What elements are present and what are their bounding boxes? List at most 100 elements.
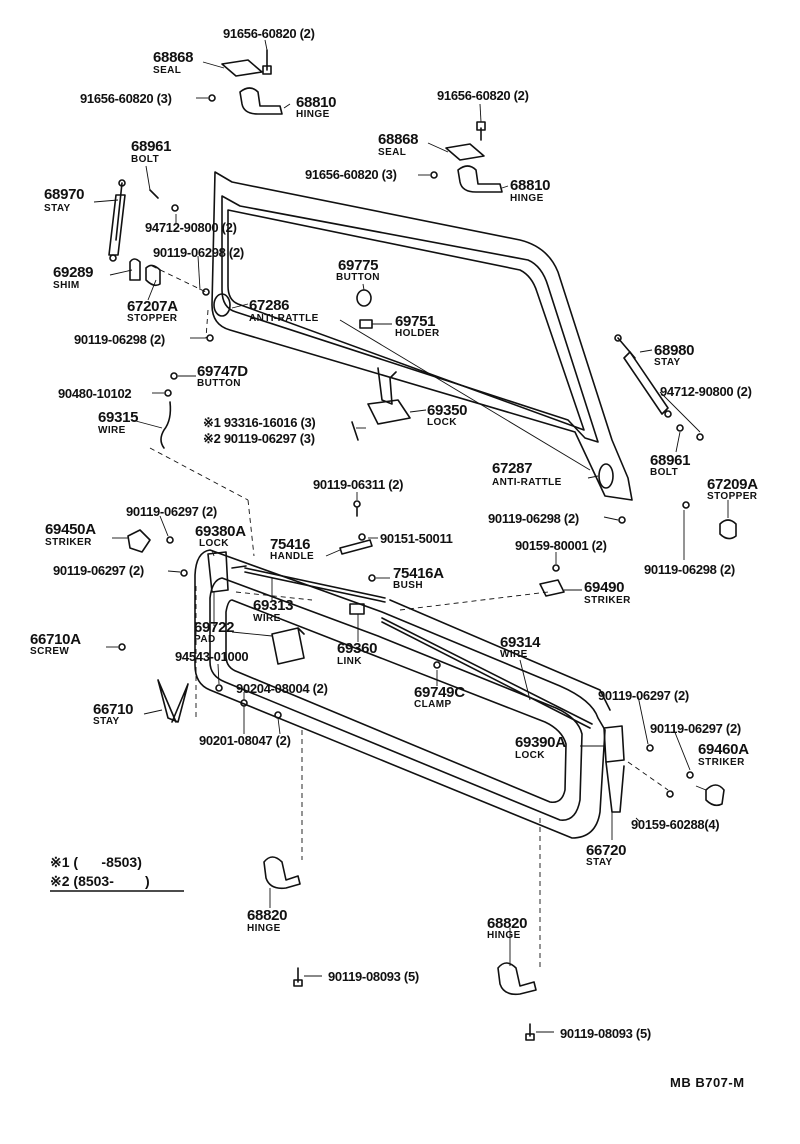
stay-66720-drawing <box>605 761 625 813</box>
label-69390a-lock: 69390A <box>515 734 566 751</box>
label-hinge-bottom-right: HINGE <box>487 930 521 941</box>
label-94712-90800-right: 94712-90800 (2) <box>660 384 752 399</box>
label-91656-60820-right: 91656-60820 (2) <box>437 88 529 103</box>
label-90119-06298-d: 90119-06298 (2) <box>644 562 735 577</box>
label-90159-60288: 90159-60288(4) <box>631 817 720 832</box>
label-hinge-right: HINGE <box>510 193 544 204</box>
hinge-top-left-drawing <box>239 87 283 115</box>
label-66710-stay: 66710 <box>93 701 134 718</box>
label-90159-80001: 90159-80001 (2) <box>515 538 607 553</box>
stopper-67207a-drawing <box>145 264 161 287</box>
label-69490-striker: 69490 <box>584 579 625 596</box>
label-69749c-clamp: 69749C <box>414 684 465 701</box>
label-91656-60820-left: 91656-60820 (3) <box>80 91 172 106</box>
label-striker-69490: STRIKER <box>584 595 631 606</box>
label-seal-left: SEAL <box>153 65 182 76</box>
note-serial-1: ※1 ( -8503) <box>50 854 142 870</box>
seal-top-right-drawing <box>445 143 485 161</box>
link-69360-drawing <box>349 603 365 615</box>
label-90119-08093-left: 90119-08093 (5) <box>328 969 419 984</box>
label-94712-90800-left: 94712-90800 (2) <box>145 220 237 235</box>
label-68980-stay: 68980 <box>654 342 695 359</box>
wire-69314-drawing <box>381 617 593 729</box>
anti-rattle-67286-drawing <box>213 293 231 317</box>
stay-68970-drawing <box>108 179 126 262</box>
label-69313-wire: 69313 <box>253 597 294 614</box>
seal-top-left-drawing <box>221 59 263 77</box>
holder-69751-drawing <box>359 319 373 329</box>
label-anti-rattle-67286: ANTI-RATTLE <box>249 313 319 324</box>
label-screw: SCREW <box>30 646 70 657</box>
label-67209a-stopper: 67209A <box>707 476 758 493</box>
label-wire-69315: WIRE <box>98 425 126 436</box>
label-lock-69350: LOCK <box>427 417 457 428</box>
label-69450a-striker: 69450A <box>45 521 96 538</box>
label-90204-08004: 90204-08004 (2) <box>236 681 328 696</box>
label-wire-69314: WIRE <box>500 649 528 660</box>
label-75416-handle: 75416 <box>270 536 311 553</box>
label-90201-08047: 90201-08047 (2) <box>199 733 291 748</box>
label-link: LINK <box>337 656 362 667</box>
label-68961-bolt-right: 68961 <box>650 452 691 469</box>
label-striker-69450a: STRIKER <box>45 537 92 548</box>
label-bolt-right: BOLT <box>650 467 679 478</box>
label-68868-seal-right: 68868 <box>378 131 419 148</box>
top-bolts <box>149 49 486 212</box>
striker-69450a-drawing <box>127 529 151 553</box>
label-stay-68980: STAY <box>654 357 681 368</box>
label-handle: HANDLE <box>270 551 315 562</box>
label-clamp: CLAMP <box>414 699 452 710</box>
label-69315-wire: 69315 <box>98 409 139 426</box>
figure-code: MB B707-M <box>670 1075 745 1090</box>
label-68810-hinge-left: 68810 <box>296 94 337 111</box>
stay-68980-drawing <box>614 334 672 418</box>
label-shim: SHIM <box>53 280 80 291</box>
label-69350-lock: 69350 <box>427 402 468 419</box>
label-69314-wire: 69314 <box>500 634 541 651</box>
lock-69350-drawing <box>351 367 411 441</box>
label-stay-66710: STAY <box>93 716 120 727</box>
label-wire-69313: WIRE <box>253 613 281 624</box>
handle-75416-drawing <box>339 539 373 555</box>
striker-69490-drawing <box>539 579 565 597</box>
label-90119-06297-c: 90119-06297 (2) <box>598 688 689 703</box>
label-bush: BUSH <box>393 580 423 591</box>
label-69751-holder: 69751 <box>395 313 436 330</box>
label-seal-right: SEAL <box>378 147 407 158</box>
label-69460a-striker: 69460A <box>698 741 749 758</box>
label-68820-hinge-right: 68820 <box>487 915 528 932</box>
label-68961-bolt-left: 68961 <box>131 138 172 155</box>
label-90119-08093-right: 90119-08093 (5) <box>560 1026 651 1041</box>
stay-66710-drawing <box>157 679 189 723</box>
label-68970-stay: 68970 <box>44 186 85 203</box>
hinge-bottom-right-drawing <box>497 962 537 996</box>
label-69747d-button: 69747D <box>197 363 248 380</box>
stopper-67209a-drawing <box>719 519 737 540</box>
label-67286-anti-rattle: 67286 <box>249 297 290 314</box>
label-striker-69460a: STRIKER <box>698 757 745 768</box>
label-67207a-stopper: 67207A <box>127 298 178 315</box>
label-stopper-67207a: STOPPER <box>127 313 178 324</box>
note-serial-2: ※2 (8503- ) <box>50 873 150 889</box>
pad-69722-drawing <box>271 627 305 665</box>
hinge-top-right-drawing <box>457 165 503 193</box>
dashed-alignment-lines <box>149 265 669 968</box>
lock-69380a-drawing <box>207 551 247 593</box>
label-69289-shim: 69289 <box>53 264 94 281</box>
label-91656-60820-mid: 91656-60820 (3) <box>305 167 397 182</box>
label-69380a-lock: 69380A <box>195 523 246 540</box>
label-68868-seal-left: 68868 <box>153 49 194 66</box>
label-90119-06297-b: 90119-06297 (2) <box>53 563 144 578</box>
label-67287-anti-rattle: 67287 <box>492 460 533 477</box>
label-69360-link: 69360 <box>337 640 378 657</box>
striker-69460a-drawing <box>705 784 725 807</box>
lock-69390a-drawing <box>603 725 625 763</box>
label-90151-50011: 90151-50011 <box>380 531 453 546</box>
label-90119-06311: 90119-06311 (2) <box>313 477 404 492</box>
anti-rattle-67287-drawing <box>598 463 614 489</box>
shim-69289-drawing <box>129 258 141 281</box>
label-note1-93316-16016: ※1 93316-16016 (3) <box>203 415 316 430</box>
label-66720-stay: 66720 <box>586 842 627 859</box>
leader-lines <box>93 39 729 1033</box>
